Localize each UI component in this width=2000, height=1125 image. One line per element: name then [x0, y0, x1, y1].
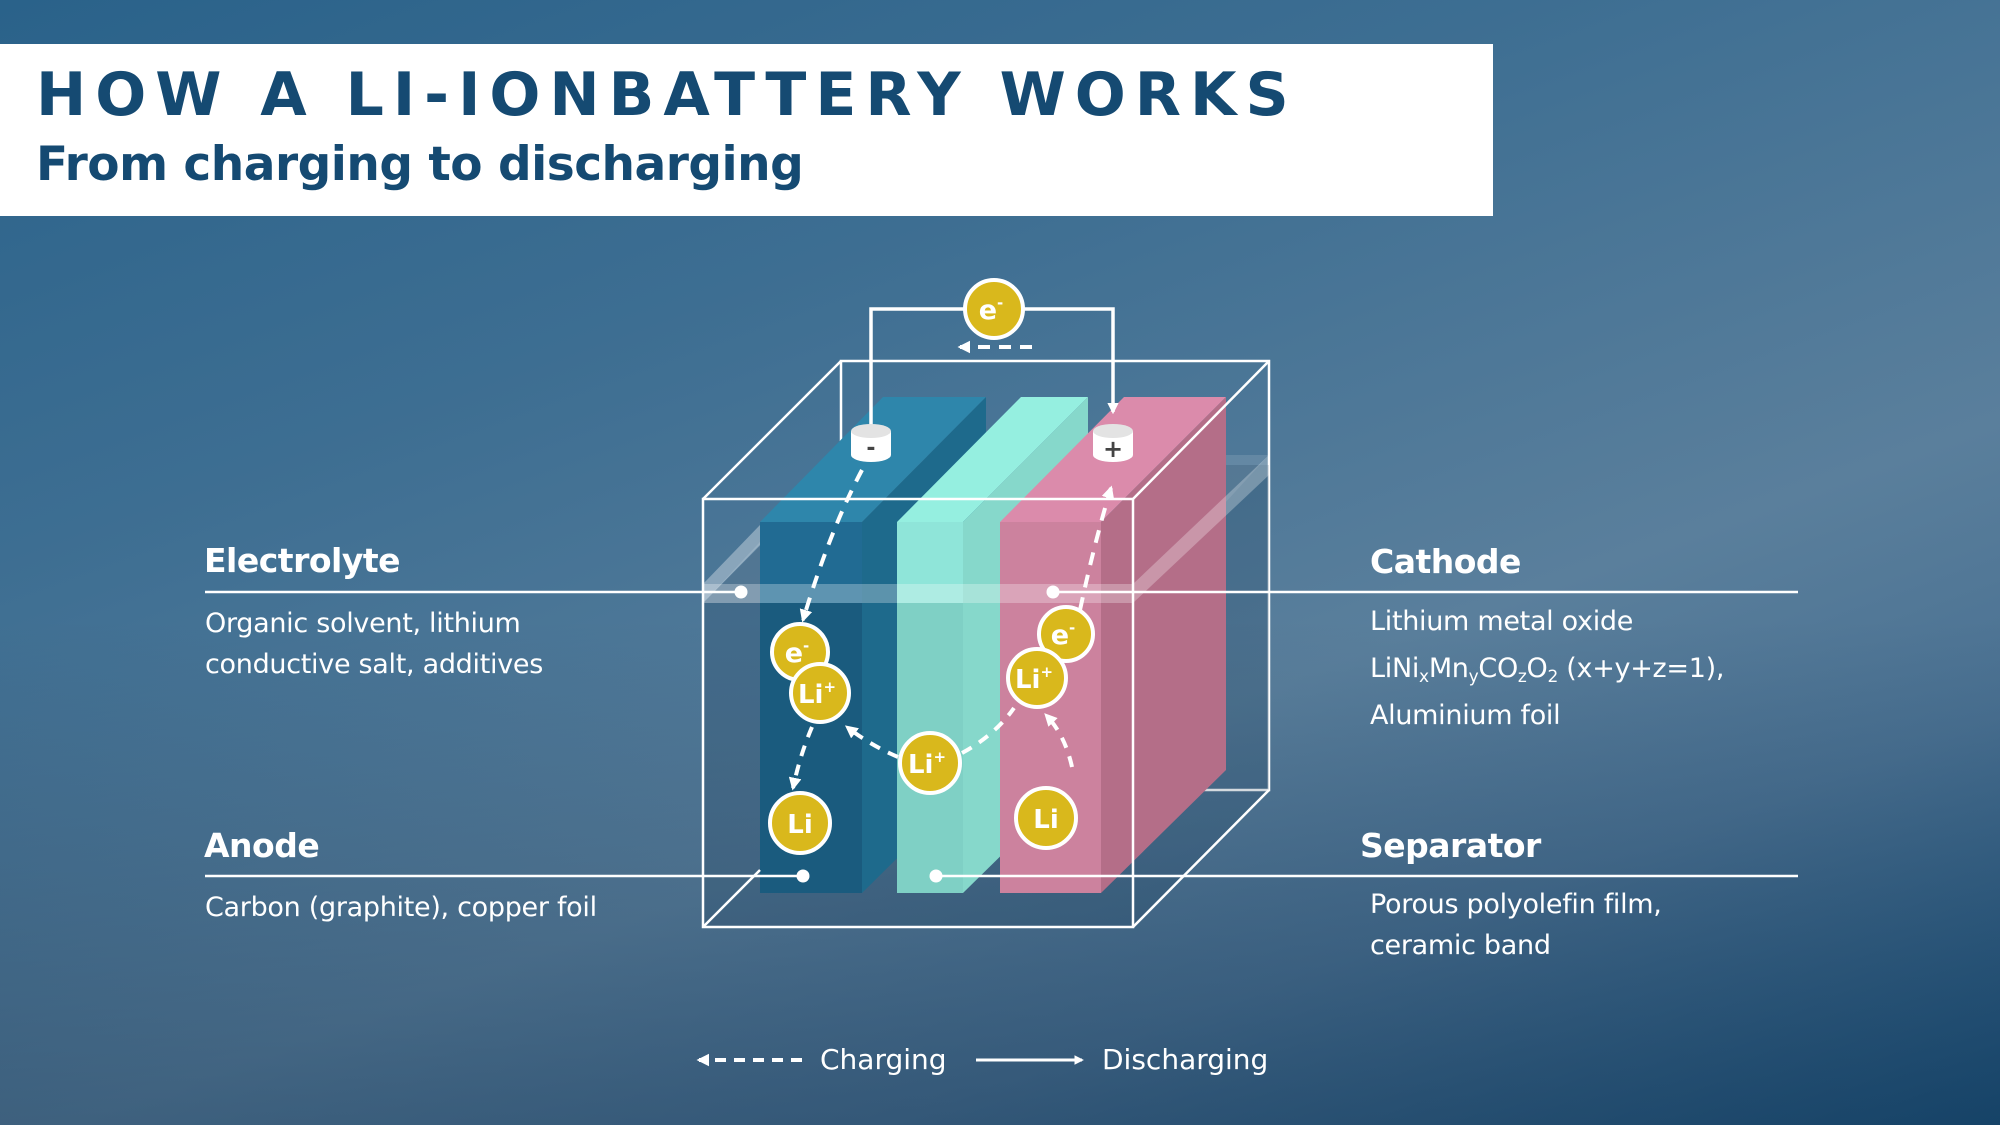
- formula-subscript: 2: [1547, 667, 1559, 687]
- electrolyte-callout-dot: [734, 585, 748, 599]
- title-banner: [0, 44, 1493, 216]
- formula-part: LiNi: [1370, 653, 1420, 684]
- particle-label: e-: [979, 294, 1004, 326]
- separator-description-line: Porous polyolefin film,: [1370, 889, 1662, 920]
- cathode-lithium-to-ion-path: [1044, 713, 1074, 768]
- electrolyte-band-left: [703, 525, 760, 603]
- cathode-lithium-particle: Li: [1014, 786, 1078, 850]
- formula-part: O: [1526, 653, 1548, 684]
- electrolyte-description-line: Organic solvent, lithium: [205, 608, 521, 639]
- cathode-formula: LiNixMnyCOzO2 (x+y+z=1),: [1370, 645, 1724, 692]
- separator-to-anode-path: [844, 725, 899, 759]
- particle-charge: +: [933, 748, 946, 766]
- separator-description-line: ceramic band: [1370, 930, 1551, 961]
- particle-circle: [898, 731, 962, 795]
- cathode-electron-particle: e-: [1037, 605, 1095, 663]
- cathode-lithium-ion-particle: Li+: [1006, 647, 1068, 709]
- anode-label: Anode: [204, 826, 320, 865]
- separator-top-face: [897, 397, 1088, 522]
- callout-lines: [205, 590, 1798, 878]
- negative-terminal: -: [851, 424, 891, 462]
- formula-part: Mn: [1428, 653, 1469, 684]
- formula-subscript: x: [1419, 667, 1429, 687]
- separator-description: Porous polyolefin film, ceramic band: [1370, 884, 1662, 966]
- positive-terminal: +: [1093, 424, 1133, 463]
- particle-circle: [1006, 647, 1068, 709]
- formula-subscript: z: [1517, 667, 1527, 687]
- particle-charge: -: [1069, 619, 1075, 637]
- anode-description: Carbon (graphite), copper foil: [205, 887, 597, 928]
- particle-circle: [963, 278, 1025, 340]
- particle-circle: [789, 662, 851, 724]
- particle-charge: -: [803, 637, 809, 655]
- particle-label: Li: [1033, 805, 1058, 835]
- separator-lithium-ion-particle: Li+: [898, 731, 962, 795]
- anode-ion-to-lithium-path: [788, 726, 814, 791]
- particle-circle: [768, 791, 832, 855]
- separator-label: Separator: [1360, 826, 1541, 865]
- particle-label: Li: [787, 810, 812, 840]
- anode-description-line: Carbon (graphite), copper foil: [205, 892, 597, 923]
- cathode-description-line: Aluminium foil: [1370, 700, 1561, 731]
- cathode-callout-dot: [1046, 585, 1060, 599]
- particle-charge: +: [823, 678, 836, 696]
- anode-callout-dot: [796, 869, 810, 883]
- page-subtitle: From charging to discharging: [36, 137, 804, 192]
- formula-part: CO: [1478, 653, 1518, 684]
- anode-lithium-particle: Li: [768, 791, 832, 855]
- formula-part: (x+y+z=1),: [1558, 653, 1725, 684]
- electrolyte-label: Electrolyte: [204, 541, 401, 580]
- anode-charging-path: [799, 469, 864, 623]
- electrolyte-band: [703, 455, 1269, 603]
- anode-lithium-ion-particle: Li+: [789, 662, 851, 724]
- particle-charge: +: [1040, 663, 1053, 681]
- electrolyte-description-line: conductive salt, additives: [205, 649, 543, 680]
- legend-charging-label: Charging: [820, 1043, 947, 1076]
- case-front-face: [701, 360, 1270, 929]
- particle-circle: [1014, 786, 1078, 850]
- cathode-description: Lithium metal oxide LiNixMnyCOzO2 (x+y+z…: [1370, 598, 1724, 739]
- separator-to-cathode-path: [961, 706, 1016, 755]
- positive-terminal-symbol: +: [1103, 435, 1123, 463]
- particle-charge: -: [997, 294, 1003, 312]
- cathode-label: Cathode: [1370, 542, 1521, 581]
- cathode-description-line: Lithium metal oxide: [1370, 606, 1634, 637]
- negative-terminal-symbol: -: [866, 436, 875, 461]
- particle-circle: [1037, 605, 1095, 663]
- particle-label: Li+: [798, 678, 836, 710]
- legend-discharging-label: Discharging: [1102, 1043, 1269, 1076]
- separator-callout-dot: [929, 869, 943, 883]
- circuit-electron-particle: e-: [963, 278, 1025, 340]
- page-title: HOW A LI-IONBATTERY WORKS: [36, 60, 1298, 130]
- electrolyte-description: Organic solvent, lithium conductive salt…: [205, 603, 543, 685]
- formula-subscript: y: [1468, 667, 1479, 687]
